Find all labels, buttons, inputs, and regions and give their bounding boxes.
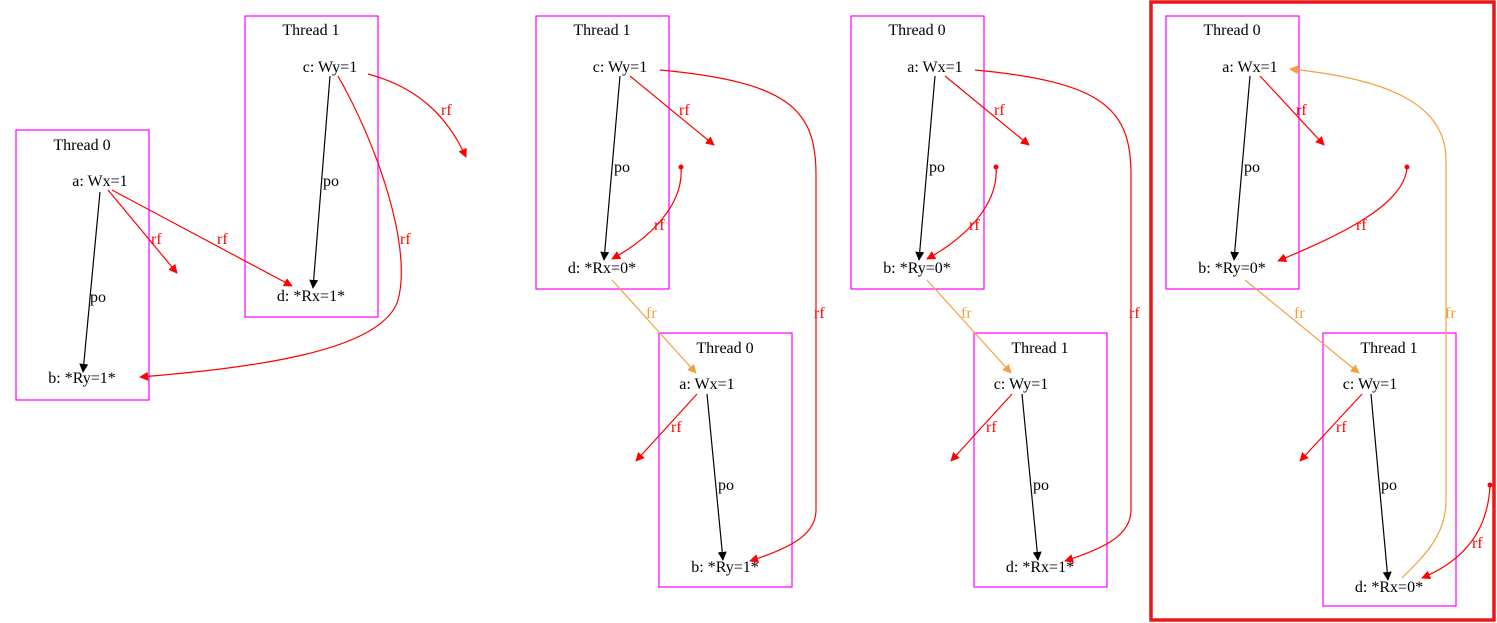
edge-label: rf <box>1296 102 1307 119</box>
execution-graph-1: Thread 0 a: Wx=1 b: *Ry=1* Thread 1 c: W… <box>15 15 467 401</box>
cluster-title: Thread 1 <box>1360 340 1417 357</box>
fr-edge <box>1244 279 1360 374</box>
event-node: a: Wx=1 <box>72 173 127 190</box>
rf-edge <box>107 189 178 274</box>
rf-edge <box>139 75 402 381</box>
edge-label: rf <box>1129 305 1140 322</box>
execution-graph-4: Thread 0 a: Wx=1 b: *Ry=0* Thread 1 c: W… <box>1149 0 1496 622</box>
rf-edge <box>974 69 1132 563</box>
event-node: b: *Ry=1* <box>48 370 116 387</box>
rf-edge <box>1259 75 1325 146</box>
edge-label: rf <box>986 419 997 436</box>
edge-label: fr <box>1445 305 1456 322</box>
event-node: b: *Ry=0* <box>1198 260 1266 277</box>
event-node: c: Wy=1 <box>303 59 357 76</box>
thread-cluster <box>15 129 150 401</box>
cluster-title: Thread 0 <box>1203 22 1260 39</box>
rf-edge <box>1277 166 1408 263</box>
cluster-title: Thread 1 <box>573 22 630 39</box>
rf-edge <box>367 73 467 158</box>
edge-label: rf <box>654 217 665 234</box>
event-node: d: *Rx=1* <box>1006 559 1074 576</box>
rf-edge <box>111 189 293 287</box>
edge-label: rf <box>217 231 228 248</box>
edge-label: rf <box>679 102 690 119</box>
event-node: b: *Ry=0* <box>883 260 951 277</box>
thread-cluster <box>850 15 985 290</box>
execution-graph-2: Thread 1 c: Wy=1 d: *Rx=0* Thread 0 a: W… <box>535 15 825 588</box>
thread-cluster <box>1322 332 1457 607</box>
edge-label: fr <box>1294 305 1305 322</box>
rf-edge <box>659 69 817 563</box>
rf-edge <box>629 75 715 146</box>
rf-edge <box>1299 393 1363 462</box>
edge-label: fr <box>961 305 972 322</box>
highlight-frame <box>1149 0 1496 622</box>
po-edge <box>79 191 101 373</box>
fr-edge <box>611 279 697 374</box>
cluster-title: Thread 1 <box>1011 340 1068 357</box>
thread-cluster <box>658 332 793 588</box>
po-edge <box>1370 393 1392 581</box>
edge-label: rf <box>814 305 825 322</box>
fr-edge <box>1289 65 1447 579</box>
edge-label: rf <box>969 217 980 234</box>
cluster-title: Thread 0 <box>888 22 945 39</box>
rf-edge <box>635 393 698 462</box>
rf-edge <box>944 75 1030 146</box>
cluster-title: Thread 1 <box>282 22 339 39</box>
event-node: a: Wx=1 <box>1222 59 1277 76</box>
edge-label: po <box>1244 159 1260 176</box>
thread-cluster <box>535 15 670 290</box>
event-node: a: Wx=1 <box>679 376 734 393</box>
edge-label: po <box>614 159 630 176</box>
edge-label: po <box>1381 477 1397 494</box>
edge-label: po <box>1033 477 1049 494</box>
event-node: c: Wy=1 <box>1343 376 1397 393</box>
event-node: a: Wx=1 <box>907 59 962 76</box>
event-node: c: Wy=1 <box>593 59 647 76</box>
edge-label: rf <box>671 419 682 436</box>
event-node: d: *Rx=0* <box>568 260 636 277</box>
event-node: d: *Rx=1* <box>277 288 345 305</box>
cluster-title: Thread 0 <box>696 340 753 357</box>
thread-cluster <box>244 15 379 318</box>
cluster-title: Thread 0 <box>53 137 110 154</box>
rf-edge <box>611 166 682 260</box>
edge-label: rf <box>400 231 411 248</box>
po-edge <box>309 75 331 289</box>
edge-label: po <box>90 289 106 306</box>
edge-label: fr <box>646 305 657 322</box>
rf-edge <box>1421 484 1491 580</box>
edge-label: po <box>929 159 945 176</box>
edge-label: po <box>323 173 339 190</box>
execution-graph-3: Thread 0 a: Wx=1 b: *Ry=0* Thread 1 c: W… <box>850 15 1140 588</box>
po-edge <box>1021 393 1042 561</box>
edge-label: rf <box>441 102 452 119</box>
po-edge <box>600 75 621 261</box>
rf-edge <box>926 166 997 260</box>
edge-label: po <box>718 477 734 494</box>
rf-edge <box>950 393 1013 462</box>
edge-label: rf <box>1336 419 1347 436</box>
edge-label: rf <box>994 102 1005 119</box>
po-edge <box>706 393 727 561</box>
event-node: d: *Rx=0* <box>1355 579 1423 596</box>
thread-cluster <box>973 332 1108 588</box>
po-edge <box>1230 75 1251 261</box>
fr-edge <box>926 279 1012 374</box>
edge-label: rf <box>1472 535 1483 552</box>
event-node: c: Wy=1 <box>994 376 1048 393</box>
po-edge <box>915 75 936 261</box>
event-node: b: *Ry=1* <box>691 559 759 576</box>
thread-cluster <box>1165 15 1300 290</box>
edge-label: rf <box>151 231 162 248</box>
edge-label: rf <box>1356 217 1367 234</box>
